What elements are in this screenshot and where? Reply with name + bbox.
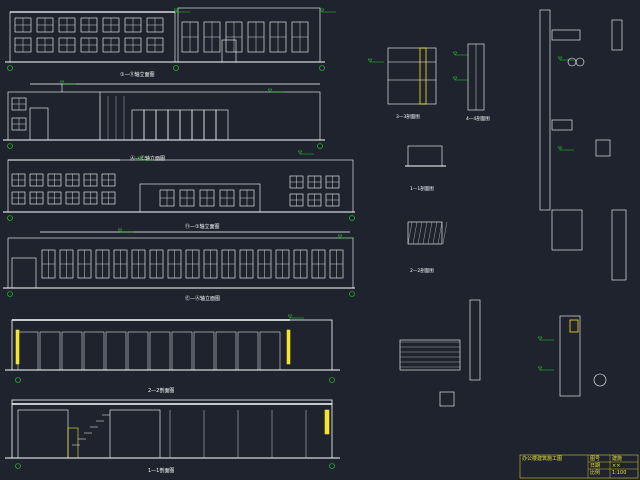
elevation-north: ①—⑪轴立面图 [5, 7, 336, 78]
elevation-west: ⑪—①轴立面图 [3, 150, 355, 230]
title-block-label-3: 比例 [590, 470, 601, 476]
title-block-label-2: 日期 [590, 463, 601, 469]
elevation-title: Ⓔ—Ⓐ轴立面图 [185, 295, 220, 302]
section-title: 2—2剖面图 [148, 387, 174, 394]
title-block-label-1: 图号 [590, 456, 601, 462]
grid-bubble [15, 463, 21, 469]
grid-bubble [15, 377, 21, 383]
detail-title: 1—1剖面图 [410, 185, 434, 192]
detail-callout [567, 57, 577, 67]
level-mark [337, 234, 343, 239]
grid-bubble [329, 463, 335, 469]
title-block-frame [519, 454, 639, 479]
detail-title: 3—3剖面图 [396, 113, 420, 120]
section-2-2: 2—2剖面图 [5, 314, 340, 394]
detail-drawings: 3—3剖面图 4—4剖面图 1—1剖面图 2—2剖面图 [367, 9, 627, 407]
level-mark [117, 228, 123, 233]
elevation-east: Ⓐ—Ⓔ轴立面图 [3, 80, 325, 162]
grid-bubble [317, 143, 323, 149]
level-mark [557, 56, 563, 61]
grid-bubble [349, 215, 355, 221]
level-mark [59, 80, 65, 85]
title-block-title: 办公楼建筑施工图 [522, 456, 563, 462]
grid-bubble [7, 65, 13, 71]
grid-bubble [329, 377, 335, 383]
detail-title: 4—4剖面图 [466, 115, 490, 122]
section-title: 1—1剖面图 [148, 467, 174, 474]
grid-bubble [173, 65, 179, 71]
title-block-value-2: ×× [612, 463, 621, 469]
detail-callout [575, 57, 585, 67]
grid-bubble [7, 143, 13, 149]
detail-callout [593, 373, 607, 387]
level-mark [537, 366, 543, 371]
elevation-title: ⑪—①轴立面图 [185, 223, 219, 230]
title-block: 办公楼建筑施工图 图号 建施 日期 ×× 比例 1:100 [520, 455, 638, 478]
level-mark [287, 314, 293, 319]
level-mark [267, 88, 273, 93]
title-block-value-3: 1:100 [612, 470, 627, 476]
grid-bubble [7, 291, 13, 297]
level-mark [452, 76, 458, 81]
title-block-value-1: 建施 [612, 456, 623, 462]
grid-bubble [7, 215, 13, 221]
elevation-south: Ⓔ—Ⓐ轴立面图 [3, 228, 355, 302]
level-mark [367, 58, 373, 63]
grid-bubble [319, 65, 325, 71]
level-mark [319, 8, 325, 13]
level-mark [537, 336, 543, 341]
elevation-title: ①—⑪轴立面图 [120, 71, 154, 78]
level-mark [452, 51, 458, 56]
grid-bubble [349, 291, 355, 297]
level-mark [557, 146, 563, 151]
section-1-1: 1—1剖面图 [5, 399, 340, 474]
elevation-title: Ⓐ—Ⓔ轴立面图 [130, 155, 165, 162]
level-mark [137, 156, 143, 161]
level-mark [297, 150, 303, 155]
level-mark [173, 8, 179, 13]
detail-title: 2—2剖面图 [410, 267, 434, 274]
